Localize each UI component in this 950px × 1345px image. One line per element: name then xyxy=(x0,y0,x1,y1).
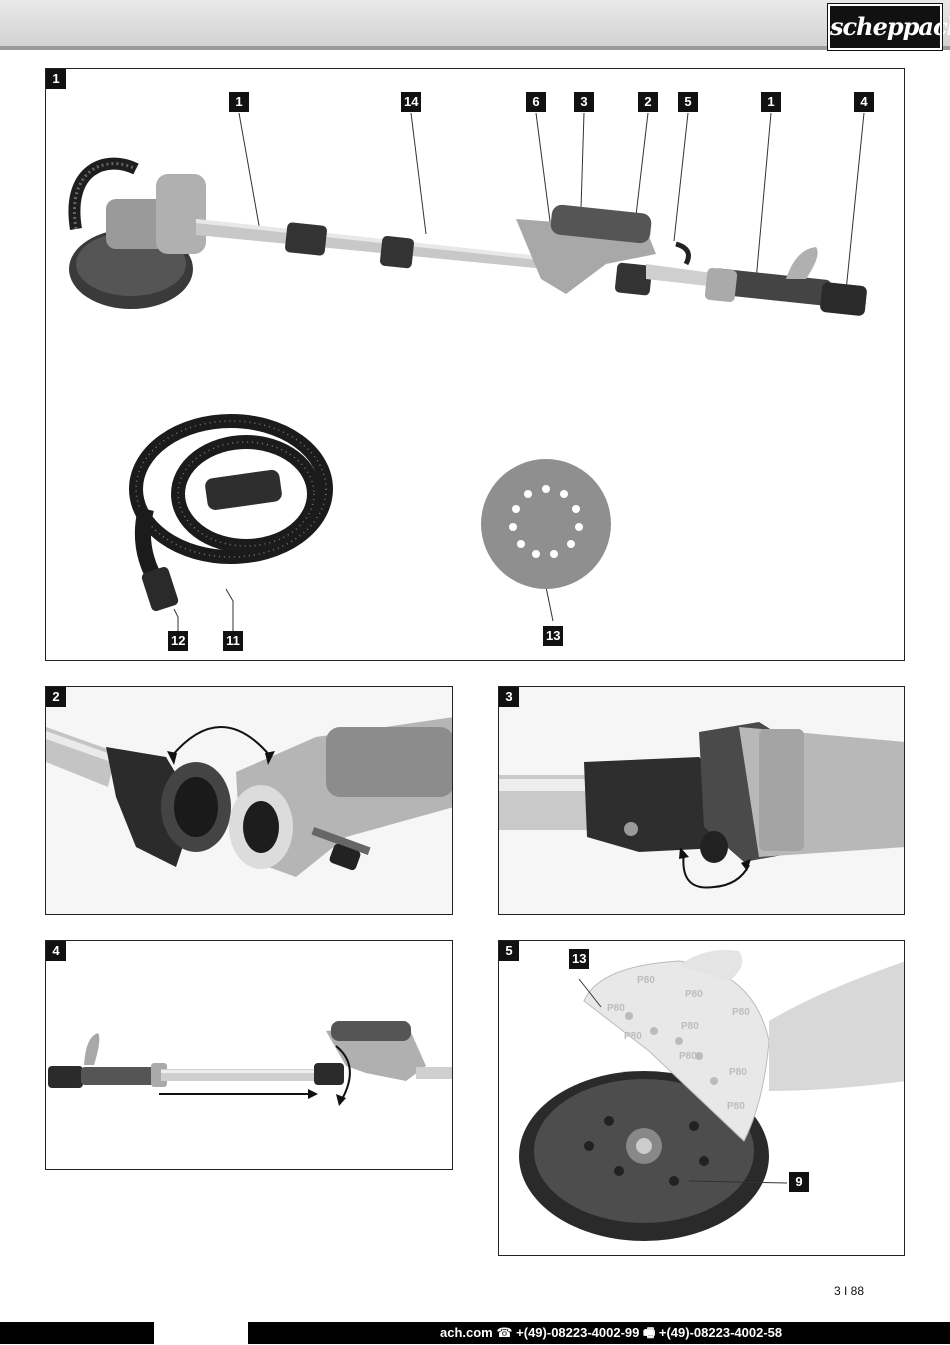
sanding-disc-attach-photo: P80 P80 P80 P80 P80 P80 P80 P80 P80 xyxy=(499,941,904,1255)
figure-4-panel: 4 xyxy=(45,940,453,1170)
callout-label: 5 xyxy=(678,92,698,112)
figure-number: 3 xyxy=(499,687,519,707)
disc-marking: P80 xyxy=(679,1051,697,1062)
figure-2-panel: 2 xyxy=(45,686,453,915)
callout-label: 1 xyxy=(229,92,249,112)
callout-label: 14 xyxy=(401,92,422,112)
callout-label: 3 xyxy=(574,92,594,112)
callout-label: 6 xyxy=(526,92,546,112)
disc-marking: P80 xyxy=(637,975,655,986)
callout-label: 2 xyxy=(638,92,658,112)
disc-marking: P80 xyxy=(729,1067,747,1078)
figure-number: 4 xyxy=(46,941,66,961)
header-bar xyxy=(0,0,950,50)
figure-number: 1 xyxy=(46,69,66,89)
callout-label: 12 xyxy=(168,631,189,651)
disc-marking: P80 xyxy=(624,1031,642,1042)
page-number: 3 I 88 xyxy=(833,1284,864,1298)
disc-marking: P80 xyxy=(607,1003,625,1014)
disc-marking: P80 xyxy=(685,989,703,1000)
figure-number: 5 xyxy=(499,941,519,961)
callout-label: 13 xyxy=(543,626,564,646)
footer-contact: ach.com ☎ +(49)-08223-4002-99 🖷 +(49)-08… xyxy=(440,1325,783,1340)
disc-marking: P80 xyxy=(727,1101,745,1112)
telescopic-extension-photo xyxy=(46,941,452,1169)
callout-label: 13 xyxy=(569,949,590,969)
figure-number: 2 xyxy=(46,687,66,707)
brand-logo: scheppach xyxy=(827,3,950,51)
callout-label: 1 xyxy=(761,92,781,112)
joint-unlock-photo xyxy=(46,687,452,914)
head-tilt-lock-photo xyxy=(499,687,904,914)
callout-label: 9 xyxy=(789,1172,809,1192)
footer-gap xyxy=(154,1322,248,1344)
callout-label: 11 xyxy=(223,631,243,651)
drywall-sander-illustration xyxy=(68,112,867,631)
figure-5-panel: P80 P80 P80 P80 P80 P80 P80 P80 P80 5 13… xyxy=(498,940,905,1256)
callout-label: 4 xyxy=(854,92,874,112)
disc-marking: P80 xyxy=(681,1021,699,1032)
figure-3-panel: 3 xyxy=(498,686,905,915)
figure-1-panel: 1 1 14 6 3 2 5 1 4 12 11 13 xyxy=(45,68,905,661)
disc-marking: P80 xyxy=(732,1007,750,1018)
